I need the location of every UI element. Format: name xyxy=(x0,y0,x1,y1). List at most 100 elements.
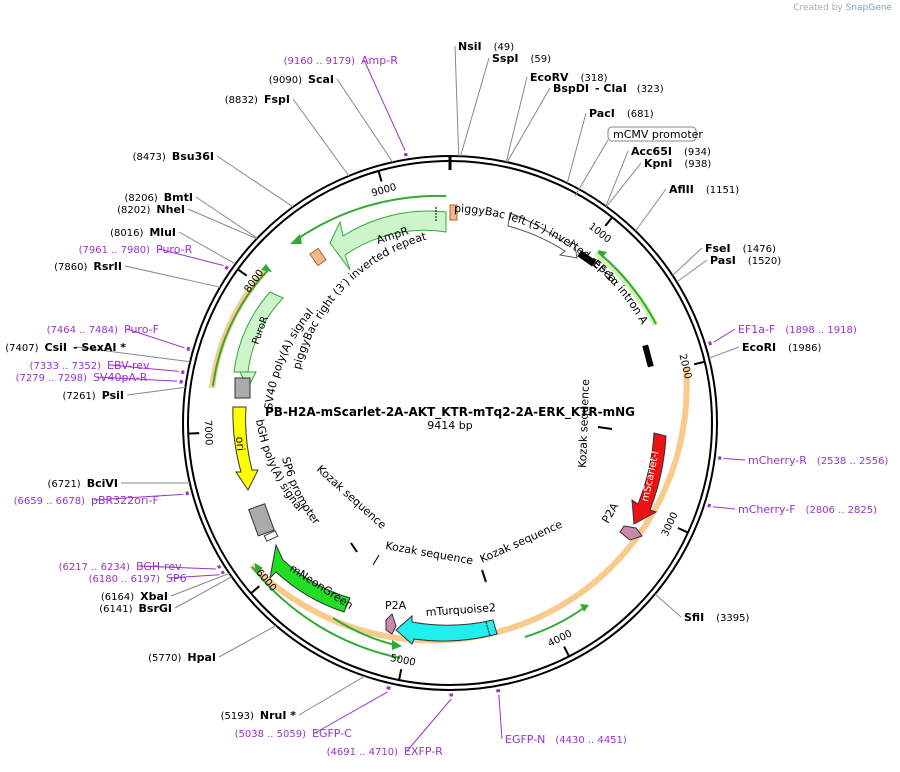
green-arrow-ef1a xyxy=(597,251,657,325)
site-name-bsrgi: BsrGI xyxy=(139,602,172,615)
green-arrow-bottom-right xyxy=(524,606,586,638)
site-name-xbai: XbaI xyxy=(140,590,168,603)
site-leader-hpai xyxy=(218,625,277,658)
site-coord-bsrgi: (6141) xyxy=(99,604,132,615)
site-name-fsei: FseI xyxy=(705,242,731,255)
site-coord-fsei: (1476) xyxy=(743,244,776,255)
pb-left-arrow xyxy=(507,212,578,259)
site-leader-bsrgi xyxy=(174,576,232,609)
primer-coord-mcherry-r: (2538 .. 2556) xyxy=(817,456,889,467)
plasmid-size: 9414 bp xyxy=(427,419,472,432)
site-coord-bsu36i: (8473) xyxy=(133,152,166,163)
green-arrow-head-ampr-top xyxy=(290,234,302,244)
site-leader-xbai xyxy=(170,572,230,597)
feature-label-pb-left-path: piggyBac left (5′) inverted repeat xyxy=(0,0,620,285)
site-name-bmti: BmtI xyxy=(164,191,193,204)
site-coord-nsii: (49) xyxy=(494,42,515,53)
tick-label-5000: 5000 xyxy=(389,653,416,669)
site-leader-mlui xyxy=(178,231,236,265)
site-coord-scai: (9090) xyxy=(269,75,302,86)
primer-name-ebv-rev: EBV-rev xyxy=(107,359,150,372)
primer-mark-sv40pa-r xyxy=(179,379,183,384)
site-leader-fspi xyxy=(292,98,350,177)
site-leader-scai xyxy=(336,78,394,163)
site-leader-bspdi xyxy=(506,87,551,163)
site-coord-sfii: (3395) xyxy=(716,613,749,624)
primer-name-pbr322ori-f: pBR322ori-F xyxy=(91,494,159,507)
primer-name-bgh-rev: BGH-rev xyxy=(136,560,182,573)
primer-name-egfp-n: EGFP-N xyxy=(505,733,545,746)
site-coord-bmti: (8206) xyxy=(125,193,158,204)
site-name-ecorv: EcoRV xyxy=(530,71,569,84)
primer-leader-sp6 xyxy=(168,574,220,579)
site-coord-acc65i: (934) xyxy=(684,147,711,158)
feature-label-p2a-bottom: P2A xyxy=(385,599,407,612)
primer-coord-puro-r: (7961 .. 7980) xyxy=(79,245,151,256)
site-name-paci: PacI xyxy=(589,107,615,120)
tick-label-7000: 7000 xyxy=(202,420,214,446)
snapgene-credit: Created by SnapGene xyxy=(793,3,892,13)
site-coord-hpai: (5770) xyxy=(148,653,181,664)
site-coord-paci: (681) xyxy=(627,109,654,120)
sp6-white-box xyxy=(263,530,279,542)
primer-coord-pbr322ori-f: (6659 .. 6678) xyxy=(14,496,86,507)
site-leader-aflii xyxy=(635,188,667,232)
primer-leader-puro-r xyxy=(158,248,224,266)
mscarlet-arrow xyxy=(631,432,667,525)
site-name-nrui: NruI * xyxy=(260,709,296,722)
primer-mark-pbr322ori-f xyxy=(185,491,190,496)
site-coord-aflii: (1151) xyxy=(706,185,739,196)
sv40-box xyxy=(234,377,251,399)
feature-label-ef1a: EF-1α intron A xyxy=(590,257,651,327)
feature-label-pb-left: piggyBac left (5′) inverted repeat xyxy=(0,0,620,285)
site-coord-xbai: (6164) xyxy=(101,592,134,603)
site-leader-csii xyxy=(75,346,191,363)
puror-arrow xyxy=(233,291,284,373)
site-leader-kpni xyxy=(606,162,642,207)
black-mark-top-right xyxy=(577,250,597,267)
feature-label-ori: ori xyxy=(233,436,247,451)
black-mark-right xyxy=(642,344,654,368)
primer-name-puro-r: Puro-R xyxy=(156,243,193,256)
site-coord-ecori: (1986) xyxy=(788,343,821,354)
site-leader-fsei xyxy=(672,247,703,276)
ori-arrow xyxy=(232,406,259,491)
tick-mark-8000 xyxy=(237,268,248,277)
primer-leader-sv40pa-r xyxy=(95,376,178,382)
primer-name-mcherry-f: mCherry-F xyxy=(738,503,796,516)
site-name-sfii: SfiI xyxy=(684,611,704,624)
orange-arc-main-region xyxy=(249,367,690,644)
mturquoise2-dotted xyxy=(485,621,491,637)
tick-mark-6000 xyxy=(250,585,260,595)
site-name-csii: CsiI xyxy=(45,341,67,354)
site-leader-bmti xyxy=(195,196,258,239)
tick-mark-9000 xyxy=(377,170,383,182)
tick-label-4000: 4000 xyxy=(546,628,574,649)
site-coord-csii: (7407) xyxy=(5,343,38,354)
site-coord-kpni: (938) xyxy=(684,159,711,170)
site-leader-nhei xyxy=(187,208,258,240)
feature-label-pb-right-path: piggyBac right (3′) inverted repeat xyxy=(290,230,428,371)
primer-leader-ebv-rev xyxy=(109,364,179,372)
site-coord-nrui: (5193) xyxy=(221,711,254,722)
kozak-mark-4 xyxy=(481,569,487,583)
site-coord-pasi: (1520) xyxy=(748,256,781,267)
mneongreen-arrow xyxy=(269,543,351,613)
site-name-bcivi: BciVI xyxy=(87,477,118,490)
feature-label-sv40: SV40 poly(A) signal xyxy=(262,306,316,410)
green-arrow-head-mneongreen-outer xyxy=(255,563,263,573)
site-leader-pasi xyxy=(676,259,708,283)
primer-mark-ef1a-f xyxy=(708,341,713,346)
primer-mark-puro-r xyxy=(224,265,229,271)
site-leader-paci xyxy=(566,112,587,184)
primer-leader-egfp-c xyxy=(314,691,388,734)
green-arrow-mneongreen-outer xyxy=(251,566,401,659)
ampr-arrow xyxy=(329,210,447,271)
primer-leader-puro-f xyxy=(126,328,185,349)
mturquoise2-arrow xyxy=(395,614,498,645)
primer-name-egfp-c: EGFP-C xyxy=(312,727,352,740)
primer-mark-amp-r xyxy=(403,152,408,157)
site-name-acc65i: Acc65I xyxy=(631,145,672,158)
green-arrow-head-bottom-right xyxy=(580,604,589,612)
